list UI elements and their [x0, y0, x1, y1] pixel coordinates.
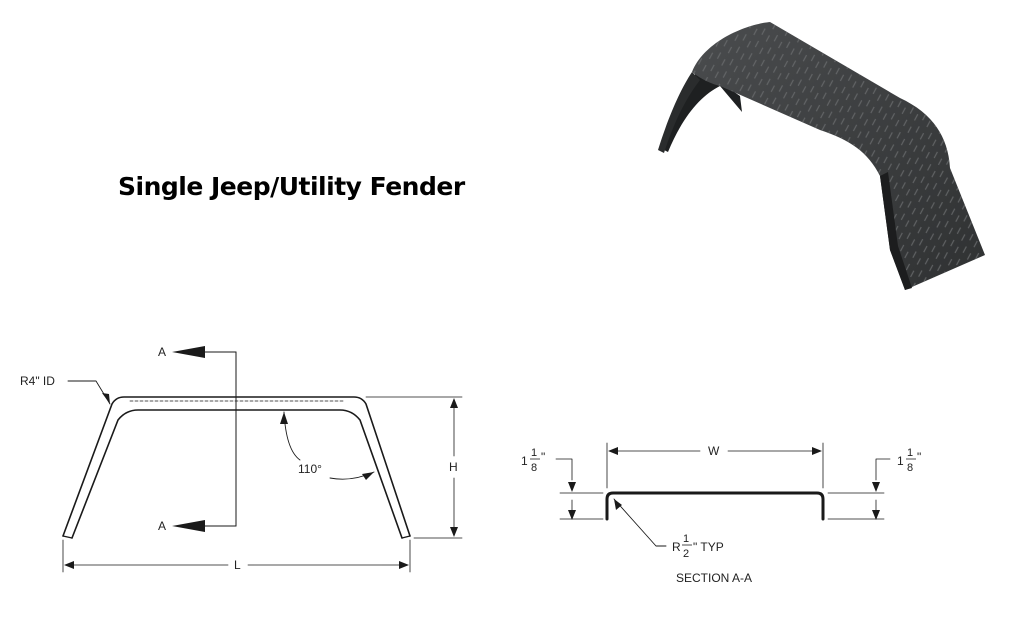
svg-text:": "	[541, 450, 545, 464]
svg-text:1: 1	[531, 447, 537, 459]
section-arrow-bottom	[172, 520, 205, 532]
side-view-inner-profile	[71, 409, 403, 539]
svg-text:8: 8	[531, 462, 537, 474]
section-radius-leader	[613, 498, 667, 547]
length-label: L	[234, 558, 241, 572]
svg-text:1: 1	[683, 533, 689, 545]
fender-front-edge	[658, 72, 700, 153]
left-flange-dimension: 1 1 8 "	[521, 447, 545, 474]
radius-leader	[67, 380, 111, 405]
side-view-outer-profile	[62, 396, 411, 537]
height-label: H	[449, 460, 458, 474]
section-marker-top: A	[158, 345, 166, 359]
width-label: W	[708, 444, 720, 458]
svg-text:R: R	[672, 540, 681, 554]
svg-text:": "	[917, 450, 921, 464]
section-arrow-top	[172, 346, 205, 358]
right-flange-dimension: 1 1 8 "	[897, 447, 921, 474]
section-marker-bottom: A	[158, 519, 166, 533]
svg-text:1: 1	[897, 454, 904, 468]
svg-text:8: 8	[907, 462, 913, 474]
svg-text:" TYP: " TYP	[693, 540, 724, 554]
fender-rear-leg	[880, 172, 912, 290]
svg-text:2: 2	[683, 548, 689, 560]
angle-label: 110°	[298, 462, 322, 476]
page-title: Single Jeep/Utility Fender	[118, 172, 465, 201]
svg-text:1: 1	[907, 447, 913, 459]
section-caption: SECTION A-A	[676, 571, 752, 585]
section-radius-note: R 1 2 " TYP	[672, 533, 724, 560]
section-profile	[605, 491, 825, 521]
svg-text:1: 1	[521, 454, 528, 468]
radius-note: R4" ID	[20, 374, 55, 388]
